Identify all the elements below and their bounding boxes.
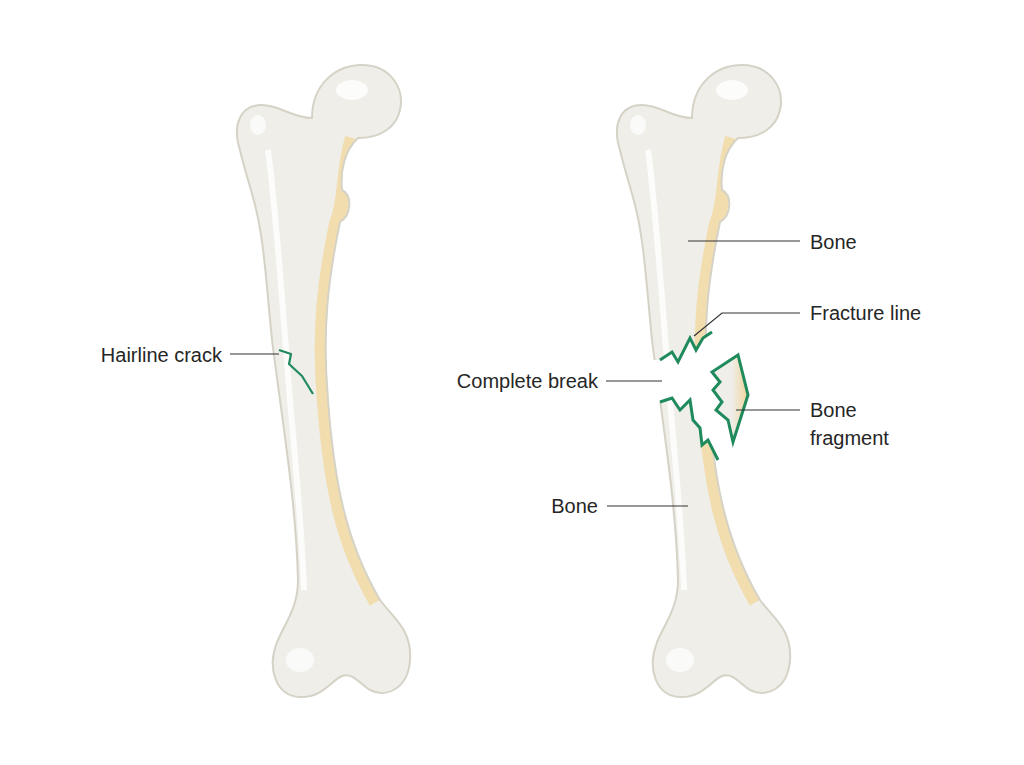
label-slot: Hairline crack [101, 341, 223, 369]
fracture-edge [660, 332, 712, 362]
part-label: Fracture line [810, 299, 922, 327]
label-slot: Bone [810, 228, 857, 256]
label-slot: Bone [551, 492, 598, 520]
bone-fragment-shape [712, 355, 748, 442]
leader-line [607, 505, 688, 506]
leader-line [688, 240, 800, 241]
label-slot: Bone fragment [810, 396, 920, 452]
hairline-crack [279, 350, 313, 394]
leader-line [694, 313, 800, 336]
leader-line [230, 353, 279, 354]
fracture-edge [660, 398, 718, 460]
part-label: Bone [551, 492, 598, 520]
femur-intact [237, 65, 410, 697]
leader-line [606, 380, 662, 381]
label-slot: Fracture line [810, 299, 922, 327]
part-label: Hairline crack [101, 341, 223, 369]
leader-lines [230, 241, 800, 506]
part-label: Complete break [457, 367, 599, 395]
leader-line [736, 409, 800, 410]
part-label: Bone fragment [810, 396, 920, 452]
part-label: Bone [810, 228, 857, 256]
label-slot: Complete break [457, 367, 599, 395]
